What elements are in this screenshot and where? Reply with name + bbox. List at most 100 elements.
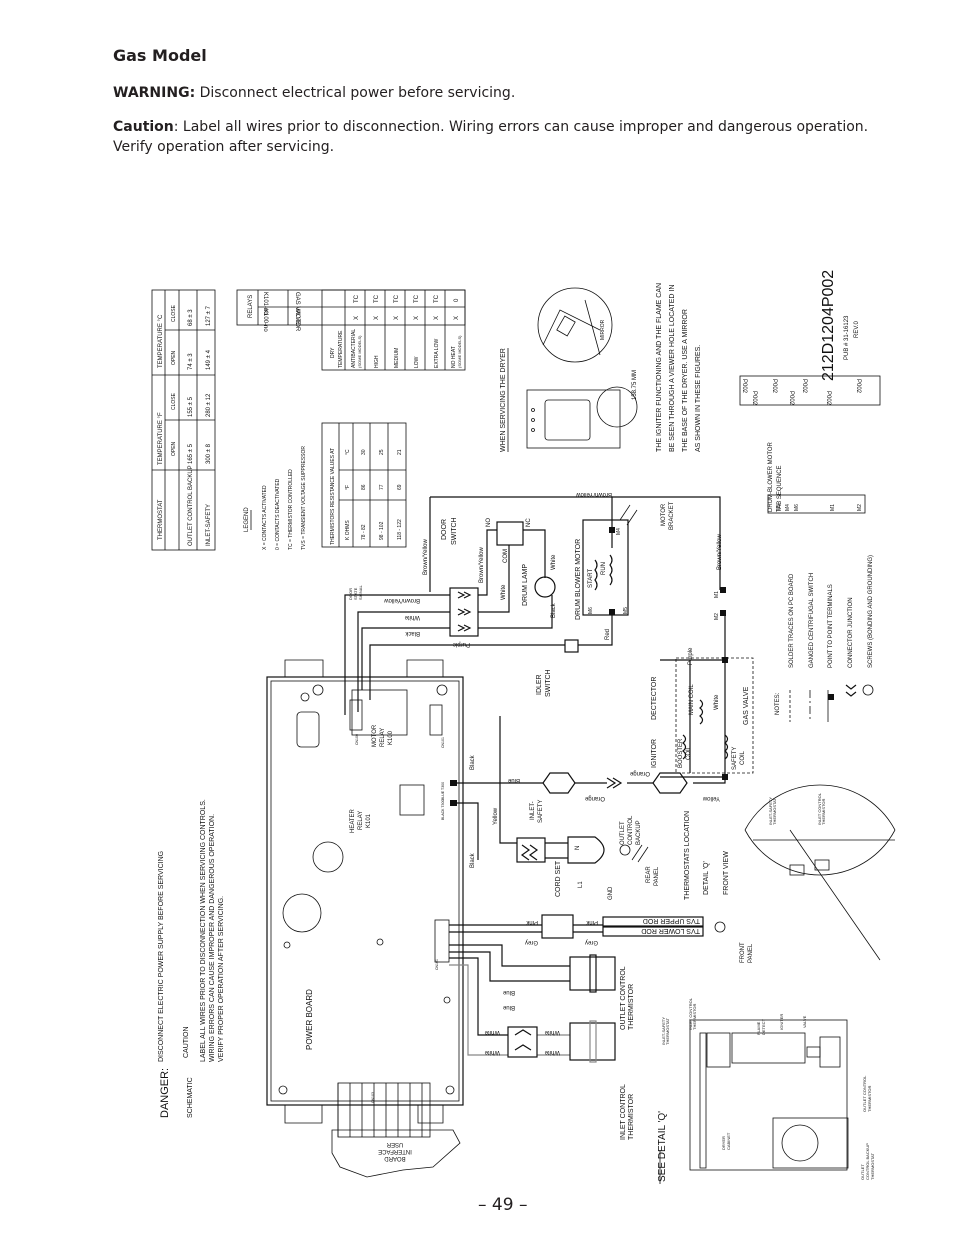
wires-black-label: Black xyxy=(404,630,420,636)
components-ignitor-label: IGNITOR xyxy=(651,739,658,768)
tab-sequence-tabs-3-label: M1 xyxy=(830,504,836,511)
detail-inlet-control-1-label: INLET CONTROL xyxy=(688,997,693,1030)
wires-orange-label: Orange xyxy=(629,770,650,776)
components-start-label: START xyxy=(588,569,594,588)
thermistor-table-rows-1-f-label: 77 xyxy=(379,484,385,490)
servicing-mirror-label: MIRROR xyxy=(600,319,606,340)
legend-items-1-label: 0 = CONTACTS DEACTIVATED xyxy=(275,478,281,550)
servicing-note-lines-1-label: BE SEEN THROUGH A VIEWER HOLE LOCATED IN xyxy=(669,285,676,452)
thermostat-table-close-label: CLOSE xyxy=(171,304,177,322)
relays-table-rows-2-motor-label: X xyxy=(394,316,400,320)
wires-yellow-label: Yellow xyxy=(702,795,720,801)
components-door-state-3-label: SIGNAL xyxy=(358,585,363,600)
components-heater-relay-2-label: RELAY xyxy=(358,811,364,830)
components-power-board-label: POWER BOARD xyxy=(305,989,314,1050)
warning-text: WARNING: Disconnect electrical power bef… xyxy=(113,83,515,103)
wires-purple-label: Purple xyxy=(688,647,694,665)
servicing-dimension-label: 158.75 MM xyxy=(632,370,638,400)
danger-schematic-label: SCHEMATIC xyxy=(187,1077,194,1118)
components-com-label: COM xyxy=(503,549,509,563)
wires-white-label: White xyxy=(544,1049,560,1055)
components-cord-set-label: CORD SET xyxy=(555,860,562,897)
relays-table-rows-5-gas-label: 0 xyxy=(454,298,460,302)
components-rear-panel-2-label: PANEL xyxy=(654,866,660,886)
part-rev-label: REV.0 xyxy=(854,321,860,338)
caution-text: Caution: Label all wires prior to discon… xyxy=(113,117,903,157)
relays-table-rows-0-name-label: ANTIBACTERIAL xyxy=(351,329,357,368)
danger-text-label: DISCONNECT ELECTRIC POWER SUPPLY BEFORE … xyxy=(158,851,165,1062)
wires-brown-yellow-label: Brown/Yellow xyxy=(576,491,612,497)
relays-table-k101-label: K101-no xyxy=(262,292,268,315)
detail-cabinet-1-label: DRYER xyxy=(721,1136,726,1150)
wires-grey-label: Grey xyxy=(525,939,538,945)
detail-inlet-control-2-label: THERMISTOR xyxy=(692,1004,697,1030)
part-pub-label: PUB # 31-16123 xyxy=(844,315,850,360)
relays-table-some-models-label: (SOME MODELS) xyxy=(357,335,362,368)
components-outlet-therm-2-label: THERMISTOR xyxy=(628,984,635,1030)
danger-title-label: DANGER: xyxy=(159,1068,171,1118)
components-drum-lamp-label: DRUM LAMP xyxy=(522,564,529,606)
thermostat-table-rows-0-f-close-label: 155 ± 5 xyxy=(188,396,194,417)
wires-red-label: Red xyxy=(605,629,611,640)
thermostat-table-col-thermostat-label: THERMOSTAT xyxy=(158,499,164,540)
page-number: – 49 – xyxy=(478,1195,528,1215)
wires-white-label: White xyxy=(501,584,507,600)
components-ui-3-label: BOARD xyxy=(384,1155,406,1161)
detail-backup-2-label: CONTROL BACKUP xyxy=(865,1143,870,1180)
components-outlet-backup-2-label: CONTROL xyxy=(628,815,634,845)
components-ui-1-label: USER xyxy=(386,1141,403,1147)
relays-table-k100-label: K100-no xyxy=(262,309,268,332)
notes-items-3-label: CONNECTOR JUNCTION xyxy=(848,597,854,668)
danger-caution-lines-0-label: LABEL ALL WIRES PRIOR TO DISCONNECTION W… xyxy=(200,799,207,1062)
thermostat-table-rows-0-c-close-label: 68 ± 3 xyxy=(188,309,194,326)
danger-caution-lines-1-label: WIRING ERRORS CAN CAUSE IMPROPER AND DAN… xyxy=(209,814,216,1062)
detail-outlet-control-1-label: OUTLET CONTROL xyxy=(862,1075,867,1112)
tab-sequence-tabs-1-label: M4 xyxy=(785,504,791,511)
relays-table-rows-0-gas-label: TC xyxy=(354,294,360,303)
components-front-panel-2-label: PANEL xyxy=(748,943,754,963)
wires-black-label: Black xyxy=(470,754,476,770)
tab-sequence-tabs-4-label: M2 xyxy=(857,504,863,511)
thermostat-table-rows-1-c-close-label: 127 ± 7 xyxy=(206,305,212,326)
components-motor-relay-1-label: MOTOR xyxy=(372,724,378,747)
wires-white-label: White xyxy=(551,554,557,570)
components-m1-label: M1 xyxy=(714,591,720,598)
relays-table-rows-5-motor-label: X xyxy=(454,316,460,320)
relays-table-dry-temp-2-label: TEMPERATURE xyxy=(338,330,344,368)
components-booster-2-label: COIL xyxy=(686,745,692,760)
components-no-label: NO xyxy=(486,518,492,527)
relays-table-rows-3-gas-label: TC xyxy=(414,294,420,303)
thermostat-table-col-temp-c-label: TEMPERATURE °C xyxy=(158,314,164,368)
detail-backup-3-label: THERMOSTAT xyxy=(870,1152,875,1180)
part-number-label: 212D1204P002 xyxy=(820,270,837,381)
components-outlet-therm-1-label: OUTLET CONTROL xyxy=(620,966,627,1030)
relays-table-rows-4-motor-label: X xyxy=(434,316,440,320)
components-m5-label: M5 xyxy=(623,607,629,614)
components-motor-label: DRUM BLOWER MOTOR xyxy=(575,539,582,620)
wires-black-label: Black xyxy=(551,602,557,618)
components-m6-label: M6 xyxy=(588,607,594,614)
thermistor-table-title-label: THERMISTORS RESISTANCE VALUES AT xyxy=(330,448,336,545)
part-code-label: P002 xyxy=(771,379,777,394)
components-booster-1-label: BOOSTER xyxy=(678,738,684,768)
relays-table-rows-4-gas-label: TC xyxy=(434,294,440,303)
components-detector-label: DECTECTOR xyxy=(651,677,658,720)
wires-purple-label: Purple xyxy=(452,641,470,647)
components-bracket-2-label: BRACKET xyxy=(669,501,675,530)
servicing-title-label: WHEN SERVICING THE DRYER xyxy=(500,348,507,452)
components-gas-valve-label: GAS VALVE xyxy=(743,686,750,725)
tab-sequence-tabs-2-label: M6 xyxy=(794,504,800,511)
detail-inlet-control-2-label: THERMISTOR xyxy=(821,799,826,825)
wires-brown-yellow-label: Brown/Yellow xyxy=(717,534,723,570)
wires-brown-yellow-label: Brown/Yellow xyxy=(479,547,485,583)
components-outlet-backup-3-label: BACKUP xyxy=(636,820,642,845)
part-code-label: P002 xyxy=(801,379,807,394)
components-tvs-upper-label: TVS UPPER ROD xyxy=(643,917,700,924)
components-motor-relay-3-label: K100 xyxy=(388,730,394,745)
components-run-label: RUN xyxy=(601,562,607,575)
components-outlet-backup-1-label: OUTLET xyxy=(620,821,626,845)
components-motor-relay-2-label: RELAY xyxy=(380,728,386,747)
thermostat-table-close-label: CLOSE xyxy=(171,392,177,410)
legend-items-0-label: X = CONTACTS ACTIVATED xyxy=(262,485,268,550)
components-inlet-therm-2-label: THERMISTOR xyxy=(628,1094,635,1140)
